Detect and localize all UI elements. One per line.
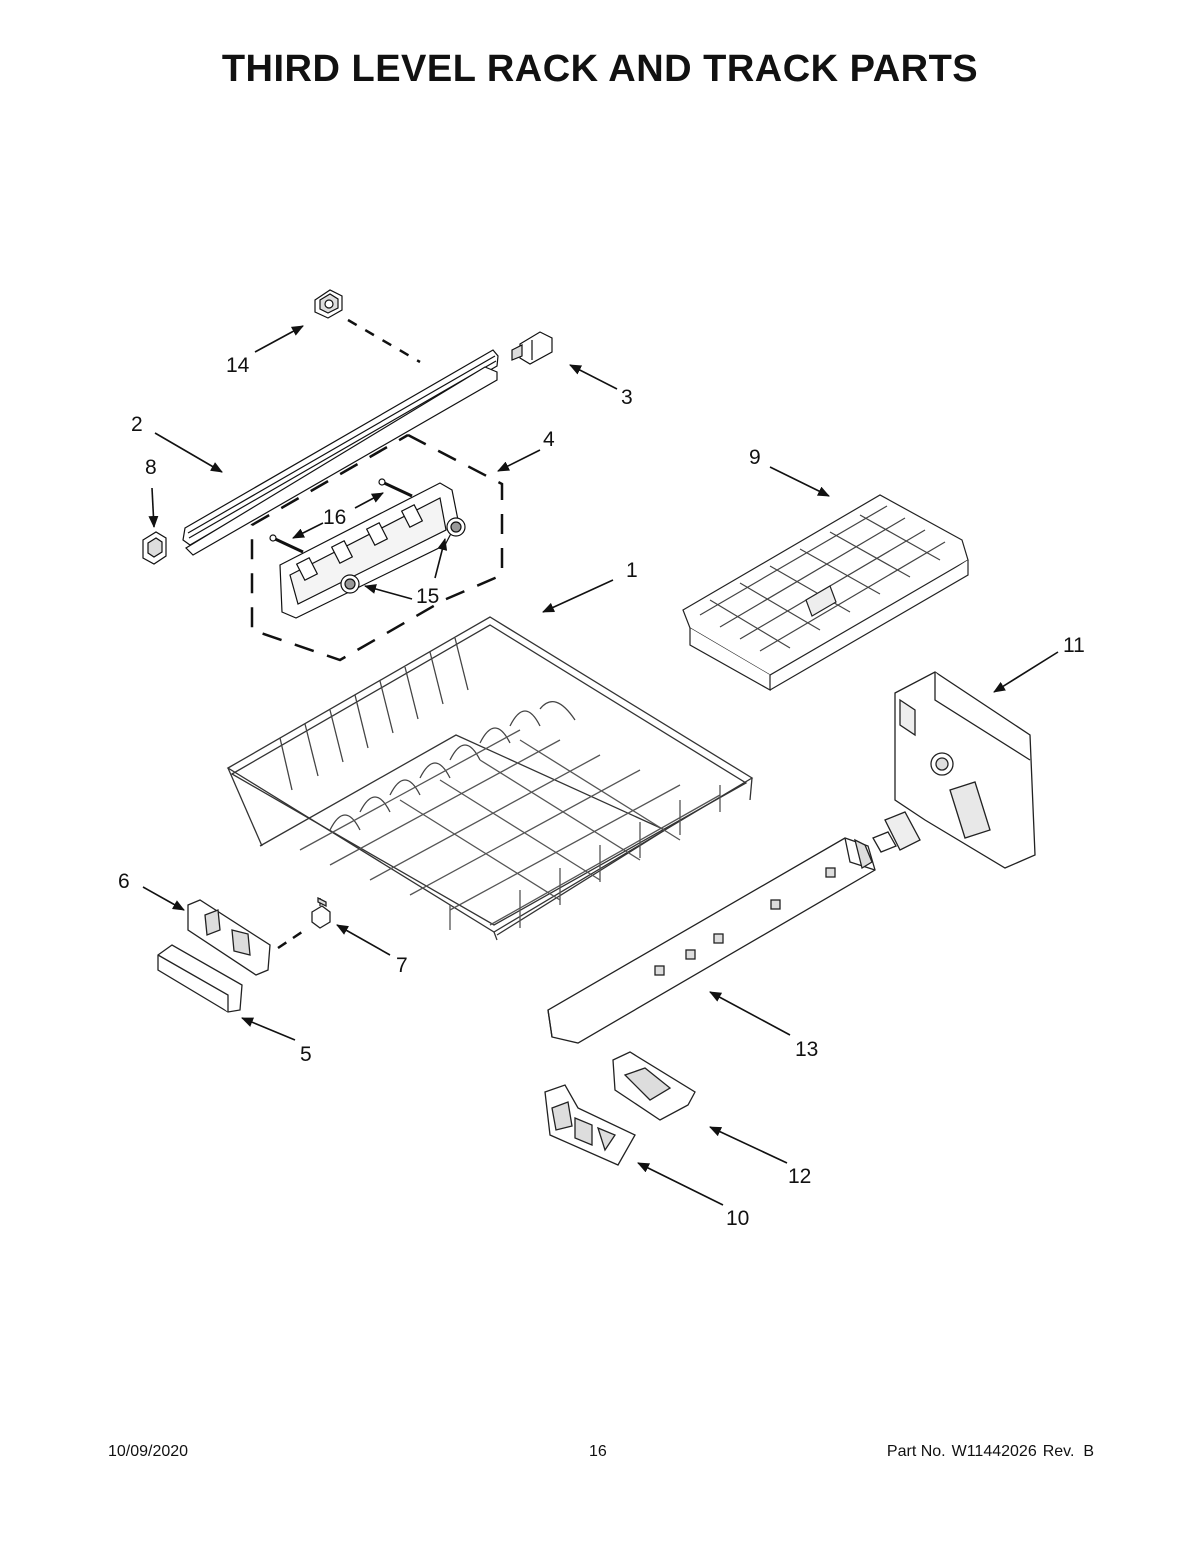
footer-revision: Rev. B xyxy=(1042,1443,1094,1460)
footer-date: 10/09/2020 xyxy=(108,1443,189,1460)
callout-10: 10 xyxy=(726,1207,749,1230)
part-3-drawing xyxy=(511,331,553,365)
part-11-drawing xyxy=(872,671,1036,869)
callout-12: 12 xyxy=(788,1165,811,1188)
part-13-drawing xyxy=(547,837,876,1044)
callout-3: 3 xyxy=(621,386,633,409)
callout-16: 16 xyxy=(323,506,346,529)
callout-14: 14 xyxy=(226,354,250,377)
callout-8: 8 xyxy=(145,456,157,479)
part-14-drawing xyxy=(314,289,343,319)
page-title: THIRD LEVEL RACK AND TRACK PARTS xyxy=(221,48,979,90)
part-2-drawing xyxy=(182,349,499,556)
callout-5: 5 xyxy=(300,1043,312,1066)
part-10-drawing xyxy=(544,1084,636,1166)
dashed-leader-7 xyxy=(277,928,306,950)
dashed-leader-14 xyxy=(347,318,421,364)
part-7-drawing xyxy=(311,896,331,929)
dashed-outline-4 xyxy=(250,433,504,662)
callout-4: 4 xyxy=(543,428,555,451)
callout-9: 9 xyxy=(749,446,761,469)
leader-arrows xyxy=(142,325,1059,1206)
callout-labels: 1 2 3 4 5 6 7 8 9 10 11 12 13 14 15 16 xyxy=(118,354,1085,1230)
callout-7: 7 xyxy=(396,954,408,977)
callout-11: 11 xyxy=(1063,634,1085,657)
footer-part-number: W11442026 xyxy=(951,1443,1037,1460)
part-15-drawing xyxy=(340,517,466,594)
callout-1: 1 xyxy=(626,559,638,582)
callout-13: 13 xyxy=(795,1038,818,1061)
footer-part-info: Part No. W11442026 Rev. B xyxy=(881,1443,1094,1461)
callout-15: 15 xyxy=(416,585,439,608)
footer-page-number: 16 xyxy=(589,1443,607,1460)
part-9-drawing xyxy=(682,494,969,692)
callout-2: 2 xyxy=(131,413,143,436)
part-8-drawing xyxy=(142,531,167,565)
callout-6: 6 xyxy=(118,870,130,893)
part-5-drawing xyxy=(157,944,243,1013)
part-12-drawing xyxy=(612,1051,696,1121)
part-16-drawing xyxy=(269,478,413,554)
part-1-drawing xyxy=(226,616,754,941)
footer-part-label: Part No. xyxy=(886,1443,946,1460)
part-6-drawing xyxy=(187,899,271,976)
